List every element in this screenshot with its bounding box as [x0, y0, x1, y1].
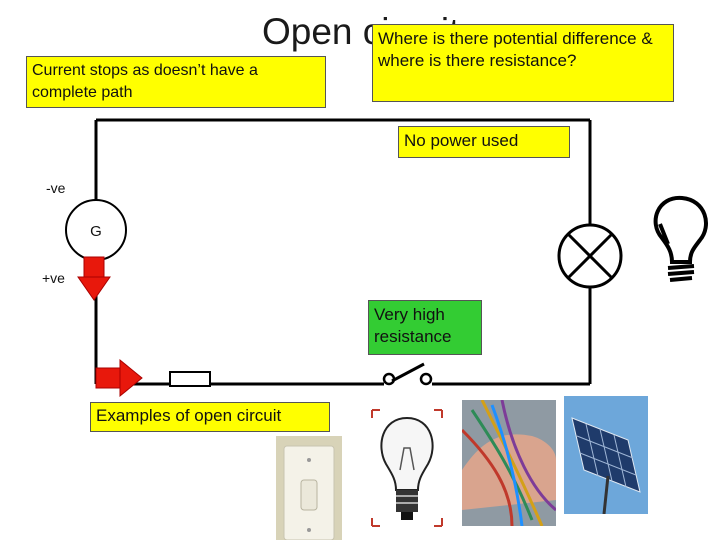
callout-complete-path: Current stops as doesn’t have a complete…	[26, 56, 326, 108]
wall-switch-photo	[276, 436, 342, 540]
red-arrow-right-icon	[95, 358, 143, 398]
generator-symbol: G	[65, 199, 127, 261]
resistor-symbol	[169, 371, 211, 387]
cut-wires-photo	[462, 400, 556, 526]
callout-question: Where is there potential difference & wh…	[372, 24, 674, 102]
open-switch-symbol	[382, 362, 433, 386]
bulb-accent-line	[658, 223, 670, 245]
callout-no-power: No power used	[398, 126, 570, 158]
callout-high-resistance: Very high resistance	[368, 300, 482, 355]
negative-terminal-label: -ve	[46, 180, 66, 196]
bare-bulb-photo	[371, 409, 443, 527]
circuit-wires	[94, 118, 592, 386]
positive-terminal-label: +ve	[42, 270, 65, 286]
callout-examples: Examples of open circuit	[90, 402, 330, 432]
lamp-symbol	[557, 223, 623, 289]
red-arrow-down-icon	[77, 256, 111, 301]
solar-panel-photo	[564, 396, 648, 514]
light-bulb-icon	[653, 195, 708, 282]
generator-label: G	[90, 223, 102, 240]
